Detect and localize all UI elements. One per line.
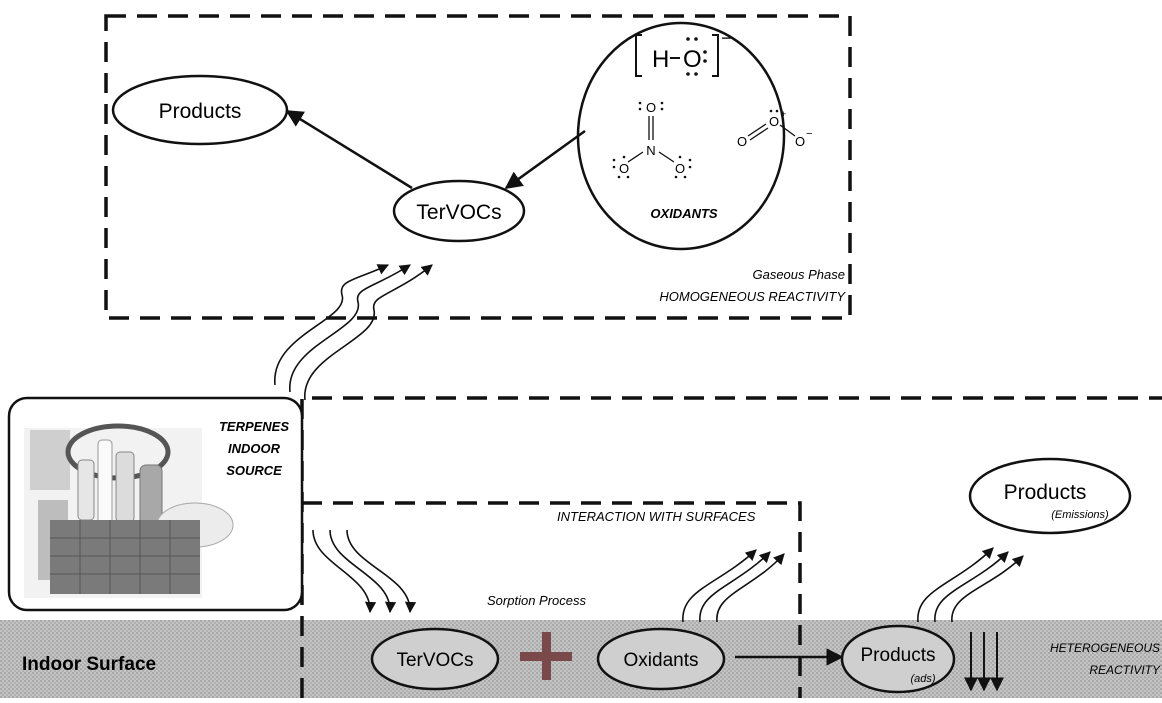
hydroxide-o: O xyxy=(683,46,702,73)
ozone-minus: − xyxy=(806,128,812,140)
interaction-label: INTERACTION WITH SURFACES xyxy=(557,509,756,524)
heterogeneous-line2: REACTIVITY xyxy=(1089,663,1161,677)
surface-tervocs-label: TerVOCs xyxy=(396,650,473,671)
gas-tervocs-ellipse xyxy=(392,179,526,243)
gas-products-ellipse xyxy=(111,74,289,146)
arrow-tervocs-to-products xyxy=(285,109,413,190)
hydroxide-h: H xyxy=(652,46,669,73)
gas-products-label: Products xyxy=(159,100,242,123)
ozone-o-left: O xyxy=(737,134,747,149)
cleaning-basket-image xyxy=(24,423,234,598)
surface-oxidants-ellipse xyxy=(596,627,726,691)
oxidants-up-wavy-arrows xyxy=(682,549,785,623)
nitrate-n: N xyxy=(646,143,655,158)
arrow-oxidants-to-tervocs xyxy=(504,129,586,190)
source-to-gas-wavy-arrows xyxy=(274,264,433,401)
oxidants-label: OXIDANTS xyxy=(650,206,718,221)
hydroxide-molecule: H O − xyxy=(635,28,732,77)
source-line2: INDOOR xyxy=(228,441,281,456)
nitrate-o-top: O xyxy=(646,100,656,115)
products-ads-ellipse xyxy=(840,624,956,694)
sorption-label: Sorption Process xyxy=(487,593,586,608)
heterogeneous-line1: HETEROGENEOUS xyxy=(1050,641,1160,655)
source-to-surface-wavy-arrows xyxy=(312,529,417,614)
products-emissions-ellipse xyxy=(968,457,1132,535)
gas-tervocs-label: TerVOCs xyxy=(416,201,501,224)
ozone-plus: + xyxy=(781,109,786,119)
source-line1: TERPENES xyxy=(219,419,289,434)
plus-sign xyxy=(520,632,572,680)
hydroxide-charge: − xyxy=(721,28,732,48)
surface-down-arrows xyxy=(964,632,1004,692)
surface-oxidants-label: Oxidants xyxy=(624,650,699,671)
gas-phase-box xyxy=(104,14,852,320)
products-emissions-label: Products xyxy=(1004,481,1087,504)
nitrate-o-left: O xyxy=(619,161,629,176)
surface-tervocs-ellipse xyxy=(370,627,500,691)
products-up-wavy-arrows xyxy=(917,547,1024,623)
ozone-molecule: O O + O − xyxy=(737,109,813,149)
homogeneous-reactivity-label: HOMOGENEOUS REACTIVITY xyxy=(659,289,846,304)
indoor-surface-band xyxy=(0,620,1162,698)
ozone-o-right: O xyxy=(795,134,805,149)
source-line3: SOURCE xyxy=(226,463,282,478)
interaction-box xyxy=(302,501,802,698)
ozone-o-center: O xyxy=(769,114,779,129)
indoor-surface-label: Indoor Surface xyxy=(22,654,156,675)
ads-label: (ads) xyxy=(910,673,935,685)
products-ads-label: Products xyxy=(861,645,936,666)
gaseous-phase-label: Gaseous Phase xyxy=(752,267,845,282)
nitrate-o-right: O xyxy=(675,161,685,176)
nitrate-molecule: O N O O xyxy=(612,100,692,179)
emissions-label: (Emissions) xyxy=(1051,509,1109,521)
